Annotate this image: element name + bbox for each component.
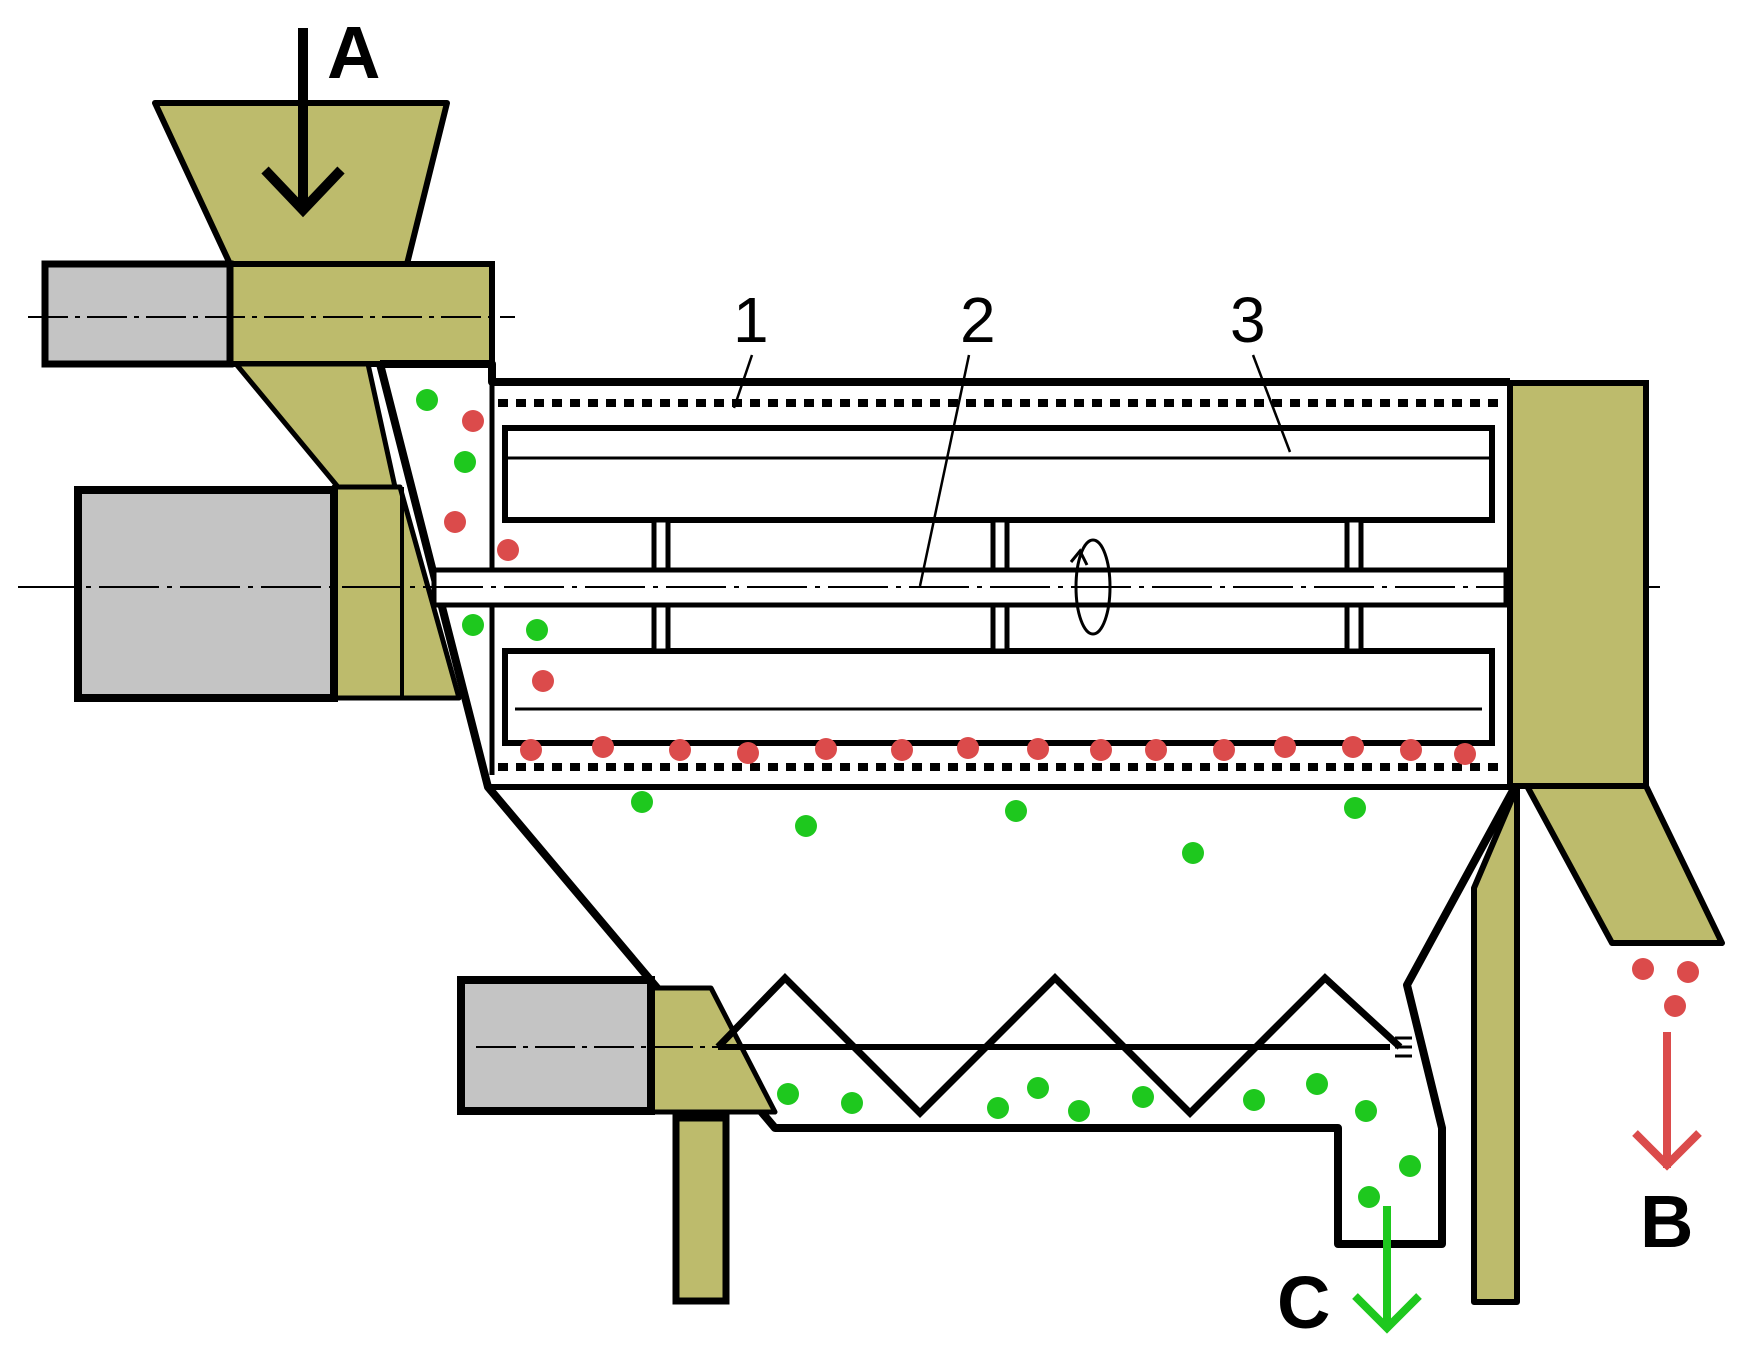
green-particle (526, 619, 548, 641)
right-bearing-housing (1507, 380, 1649, 789)
feed-motor (41, 260, 234, 368)
green-particle (1182, 842, 1204, 864)
green-particle (631, 791, 653, 813)
rotor-paddle-lower (502, 648, 1495, 746)
undersize-arrow-icon (1352, 1206, 1422, 1334)
flow-label-a: A (327, 11, 380, 94)
green-particle (1306, 1073, 1328, 1095)
feed-conveyor-housing (227, 261, 495, 367)
inlet-arrow-icon (261, 28, 345, 218)
oversize-outlet-chute (1524, 783, 1725, 946)
leader-line-2 (918, 354, 971, 587)
red-particle (462, 410, 484, 432)
red-particle (1677, 961, 1699, 983)
red-particle (1090, 739, 1112, 761)
right-support-leg (1471, 784, 1520, 1305)
green-particle (1005, 800, 1027, 822)
green-particle (1399, 1155, 1421, 1177)
red-particle (737, 742, 759, 764)
green-particle (416, 389, 438, 411)
red-particle (592, 736, 614, 758)
separator-body-outline (380, 360, 1510, 386)
red-particle (1632, 958, 1654, 980)
screw-motor (457, 976, 655, 1115)
red-particle (1454, 743, 1476, 765)
flow-label-b: B (1640, 1180, 1693, 1263)
green-particle (1243, 1089, 1265, 1111)
red-particle (532, 670, 554, 692)
green-particle (1358, 1186, 1380, 1208)
red-particles (444, 410, 1699, 1017)
green-particle (454, 451, 476, 473)
oversize-arrow-icon (1632, 1032, 1702, 1171)
red-particle (497, 539, 519, 561)
red-particle (1213, 739, 1235, 761)
green-particles (416, 389, 1421, 1208)
green-particle (1132, 1086, 1154, 1108)
flow-label-c: C (1277, 1261, 1330, 1344)
rotor-paddle-upper (502, 425, 1495, 523)
feed-chute (233, 361, 462, 701)
red-particle (520, 739, 542, 761)
green-particle (1027, 1077, 1049, 1099)
part-label-1: 1 (733, 284, 769, 356)
rotor-supports (651, 517, 1364, 654)
green-particle (795, 815, 817, 837)
red-particle (1145, 739, 1167, 761)
red-particle (1400, 739, 1422, 761)
left-support-leg (672, 1114, 730, 1305)
main-motor (74, 486, 338, 702)
leader-line-1 (732, 354, 754, 409)
leader-line-3 (1251, 354, 1292, 453)
red-particle (1664, 995, 1686, 1017)
screw-end-bearing (1395, 1036, 1412, 1058)
red-particle (957, 737, 979, 759)
red-particle (1027, 738, 1049, 760)
red-particle (1274, 736, 1296, 758)
red-particle (891, 739, 913, 761)
green-particle (987, 1097, 1009, 1119)
green-particle (1068, 1100, 1090, 1122)
rotation-arrow-icon (1069, 538, 1112, 636)
red-particle (815, 738, 837, 760)
hopper-outline (376, 363, 1521, 1248)
red-particle (1342, 736, 1364, 758)
screw-flight (715, 973, 1403, 1118)
green-particle (1355, 1100, 1377, 1122)
green-particle (462, 614, 484, 636)
part-label-3: 3 (1230, 284, 1266, 356)
green-particle (1344, 797, 1366, 819)
sieve-screen (498, 399, 1505, 771)
green-particle (777, 1083, 799, 1105)
red-particle (444, 511, 466, 533)
part-label-2: 2 (960, 284, 996, 356)
green-particle (841, 1092, 863, 1114)
red-particle (669, 739, 691, 761)
